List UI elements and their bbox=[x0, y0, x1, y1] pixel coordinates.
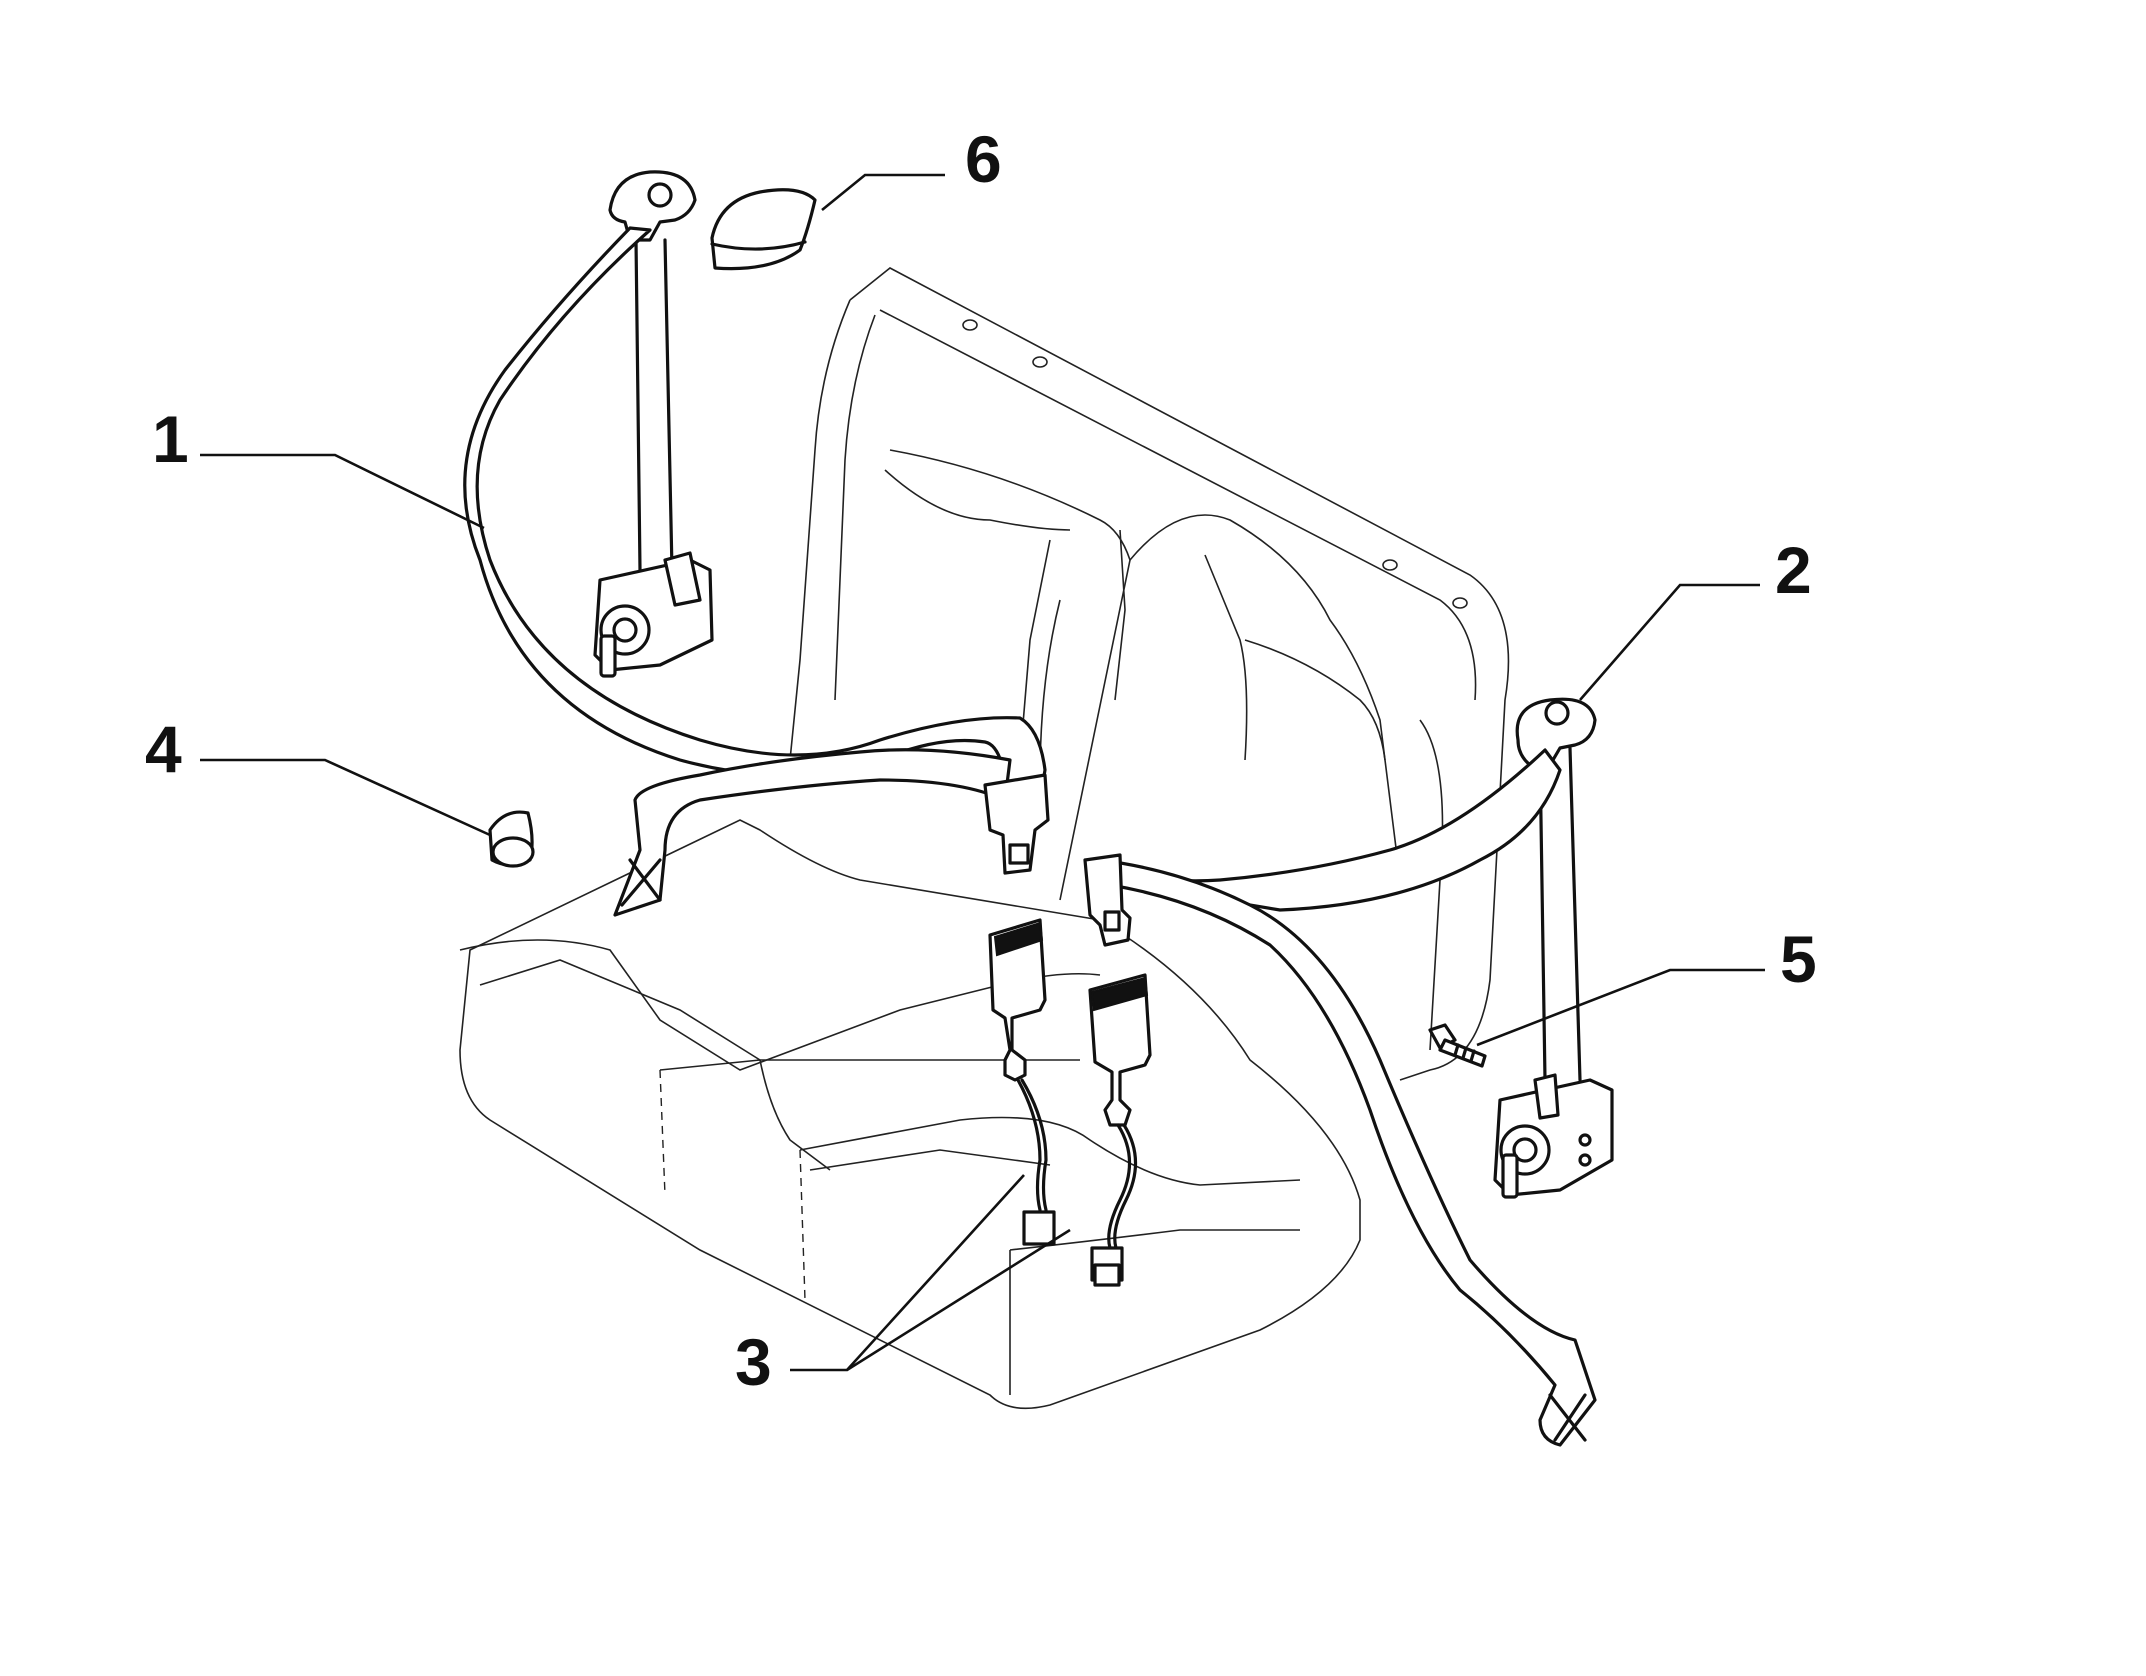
leader-1 bbox=[200, 453, 485, 530]
part-2-right-seat-belt bbox=[1083, 697, 1614, 1447]
part-6-cover bbox=[710, 188, 817, 271]
callout-4: 4 bbox=[145, 712, 182, 786]
leader-4 bbox=[200, 758, 491, 837]
part-4-cap bbox=[488, 810, 535, 868]
callout-3: 3 bbox=[735, 1325, 772, 1399]
callout-1: 1 bbox=[152, 402, 189, 476]
leader-5 bbox=[1476, 968, 1765, 1047]
callout-6: 6 bbox=[965, 122, 1002, 196]
leader-2 bbox=[1579, 583, 1760, 701]
callout-labels: 1 2 3 4 5 6 bbox=[145, 122, 1817, 1399]
leader-3a bbox=[790, 1174, 1025, 1372]
leader-lines bbox=[200, 173, 1765, 1372]
part-3-buckles bbox=[988, 918, 1152, 1287]
leader-6 bbox=[821, 173, 945, 212]
leader-3b bbox=[846, 1228, 1071, 1372]
part-5-bolt bbox=[1428, 1023, 1487, 1068]
seat-backrest bbox=[789, 267, 1510, 1081]
callout-2: 2 bbox=[1775, 533, 1812, 607]
part-1-left-seat-belt bbox=[463, 170, 1050, 917]
callout-5: 5 bbox=[1780, 922, 1817, 996]
seat-cushion bbox=[459, 819, 1361, 1410]
